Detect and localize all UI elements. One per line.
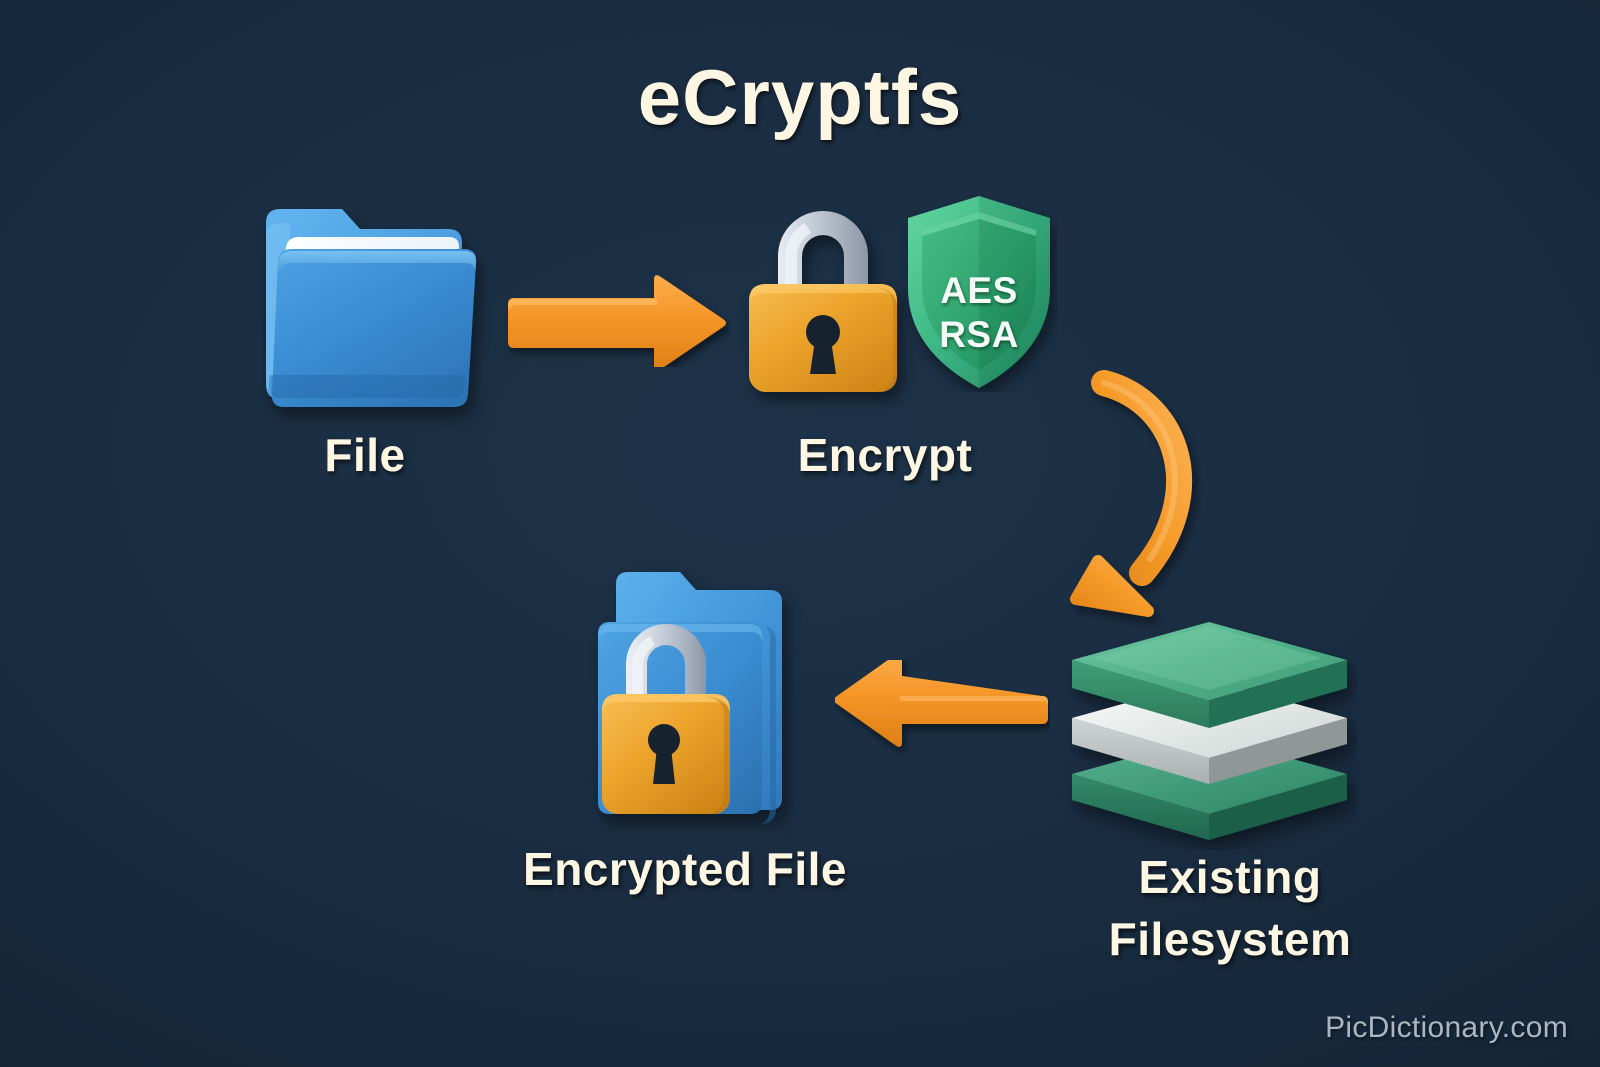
page-title: eCryptfs — [637, 53, 963, 141]
label-existing-filesystem: Existing Filesystem — [1108, 851, 1352, 966]
arrow-left-icon — [834, 653, 1050, 760]
arrow-curve-down-icon — [1030, 345, 1240, 635]
label-encrypted-file: Encrypted File — [523, 843, 847, 895]
arrow-right-icon — [500, 272, 730, 371]
watermark: PicDictionary.com — [1325, 1011, 1568, 1044]
label-encrypt: Encrypt — [797, 429, 973, 481]
locked-folder-icon — [560, 552, 815, 842]
blue-folder-icon — [248, 185, 493, 430]
layer-stack-icon — [1062, 588, 1357, 850]
padlock-icon — [735, 180, 915, 410]
label-file: File — [324, 429, 406, 481]
